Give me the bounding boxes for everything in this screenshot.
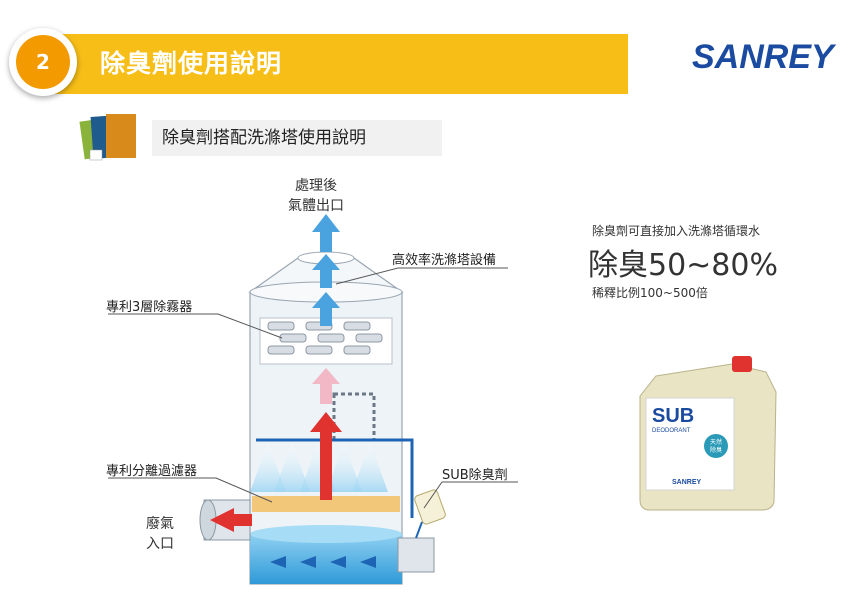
- demister-leader-line: [108, 313, 283, 339]
- product-sub-caption: DEODORANT: [652, 428, 691, 434]
- dilution-ratio: 稀釋比例100~500倍: [592, 286, 708, 300]
- page-title: 除臭劑使用說明: [100, 49, 283, 78]
- filter-leader-line: [108, 477, 273, 503]
- section-number-badge: 2: [16, 35, 70, 89]
- outlet-label-line1: 處理後: [295, 178, 337, 194]
- filter-label: 專利分離過濾器: [106, 464, 198, 479]
- section-subtitle: 除臭劑搭配洗滌塔使用說明: [152, 120, 442, 156]
- sanrey-logo: SANREY: [692, 38, 837, 74]
- color-squares-icon: [79, 114, 136, 161]
- header-bar: [42, 34, 628, 94]
- outlet-label-line2: 氣體出口: [288, 198, 344, 214]
- outlet-label: 處理後 氣體出口: [281, 176, 351, 216]
- deodorant-label: SUB除臭劑: [442, 468, 508, 483]
- product-badge-line2: 除臭: [710, 446, 722, 454]
- scrubber-diagram: [199, 214, 446, 585]
- product-sub-text: SUB: [652, 405, 694, 427]
- dosing-note: 除臭劑可直接加入洗滌塔循環水: [592, 224, 761, 238]
- inlet-label: 廢氣 入口: [135, 514, 185, 554]
- deodorization-rate: 除臭50~80%: [588, 248, 778, 283]
- equipment-leader-line: [335, 267, 508, 285]
- inlet-label-line2: 入口: [146, 536, 174, 552]
- product-badge-line1: 天然: [710, 438, 722, 446]
- brand-name: SANREY: [692, 38, 837, 74]
- deodorant-jug-image: SUB DEODORANT 天然 除臭 SANREY: [639, 356, 777, 511]
- product-brand: SANREY: [672, 479, 702, 486]
- deodorant-leader-line: [423, 481, 518, 509]
- demister-label: 專利3層除霧器: [106, 300, 193, 315]
- inlet-label-line1: 廢氣: [146, 516, 174, 532]
- equipment-label: 高效率洗滌塔設備: [392, 253, 497, 268]
